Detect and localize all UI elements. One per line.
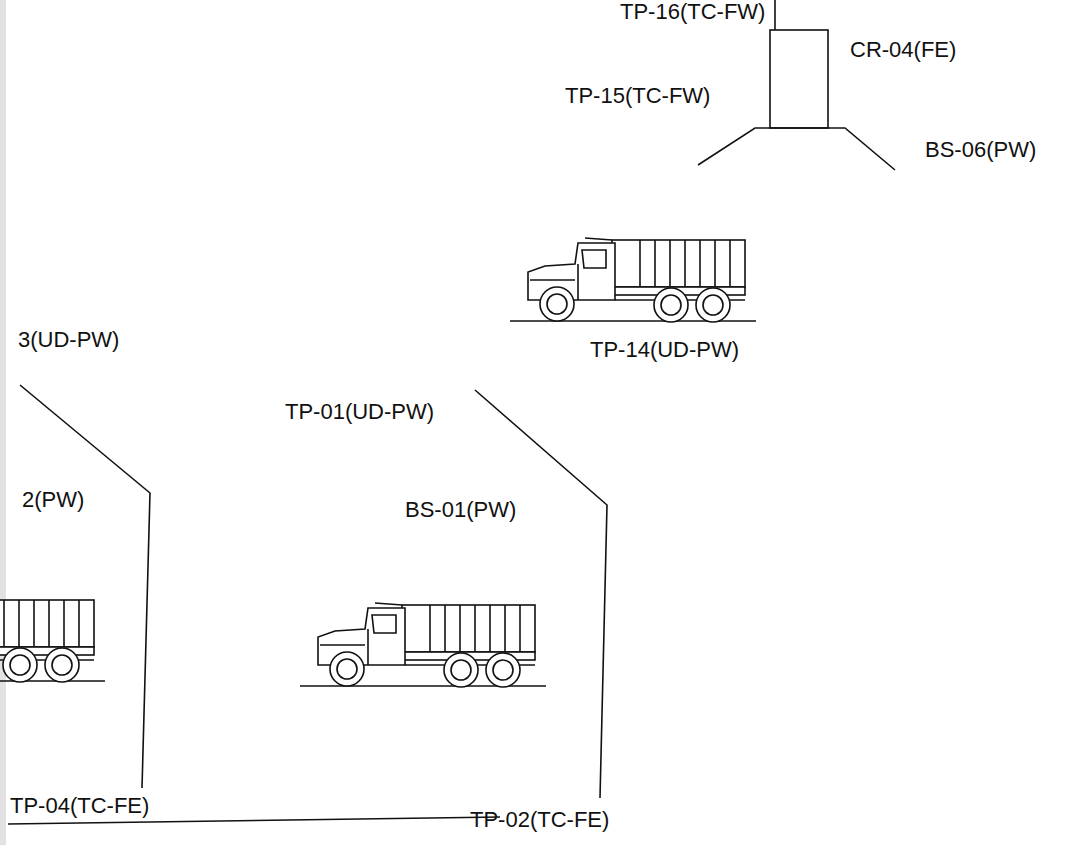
point-label: TP-16(TC-FW): [620, 0, 765, 24]
point-label: TP-02(TC-FE): [470, 808, 609, 832]
point-label: CR-04(FE): [850, 38, 956, 62]
point-label: TP-15(TC-FW): [565, 84, 710, 108]
point-label: 2(PW): [22, 488, 84, 512]
point-label: TP-14(UD-PW): [590, 338, 739, 362]
point-label: TP-01(UD-PW): [285, 400, 434, 424]
point-label: 3(UD-PW): [18, 328, 119, 352]
point-label: BS-06(PW): [925, 138, 1036, 162]
point-label: TP-04(TC-FE): [10, 794, 149, 818]
point-label: BS-01(PW): [405, 498, 516, 522]
